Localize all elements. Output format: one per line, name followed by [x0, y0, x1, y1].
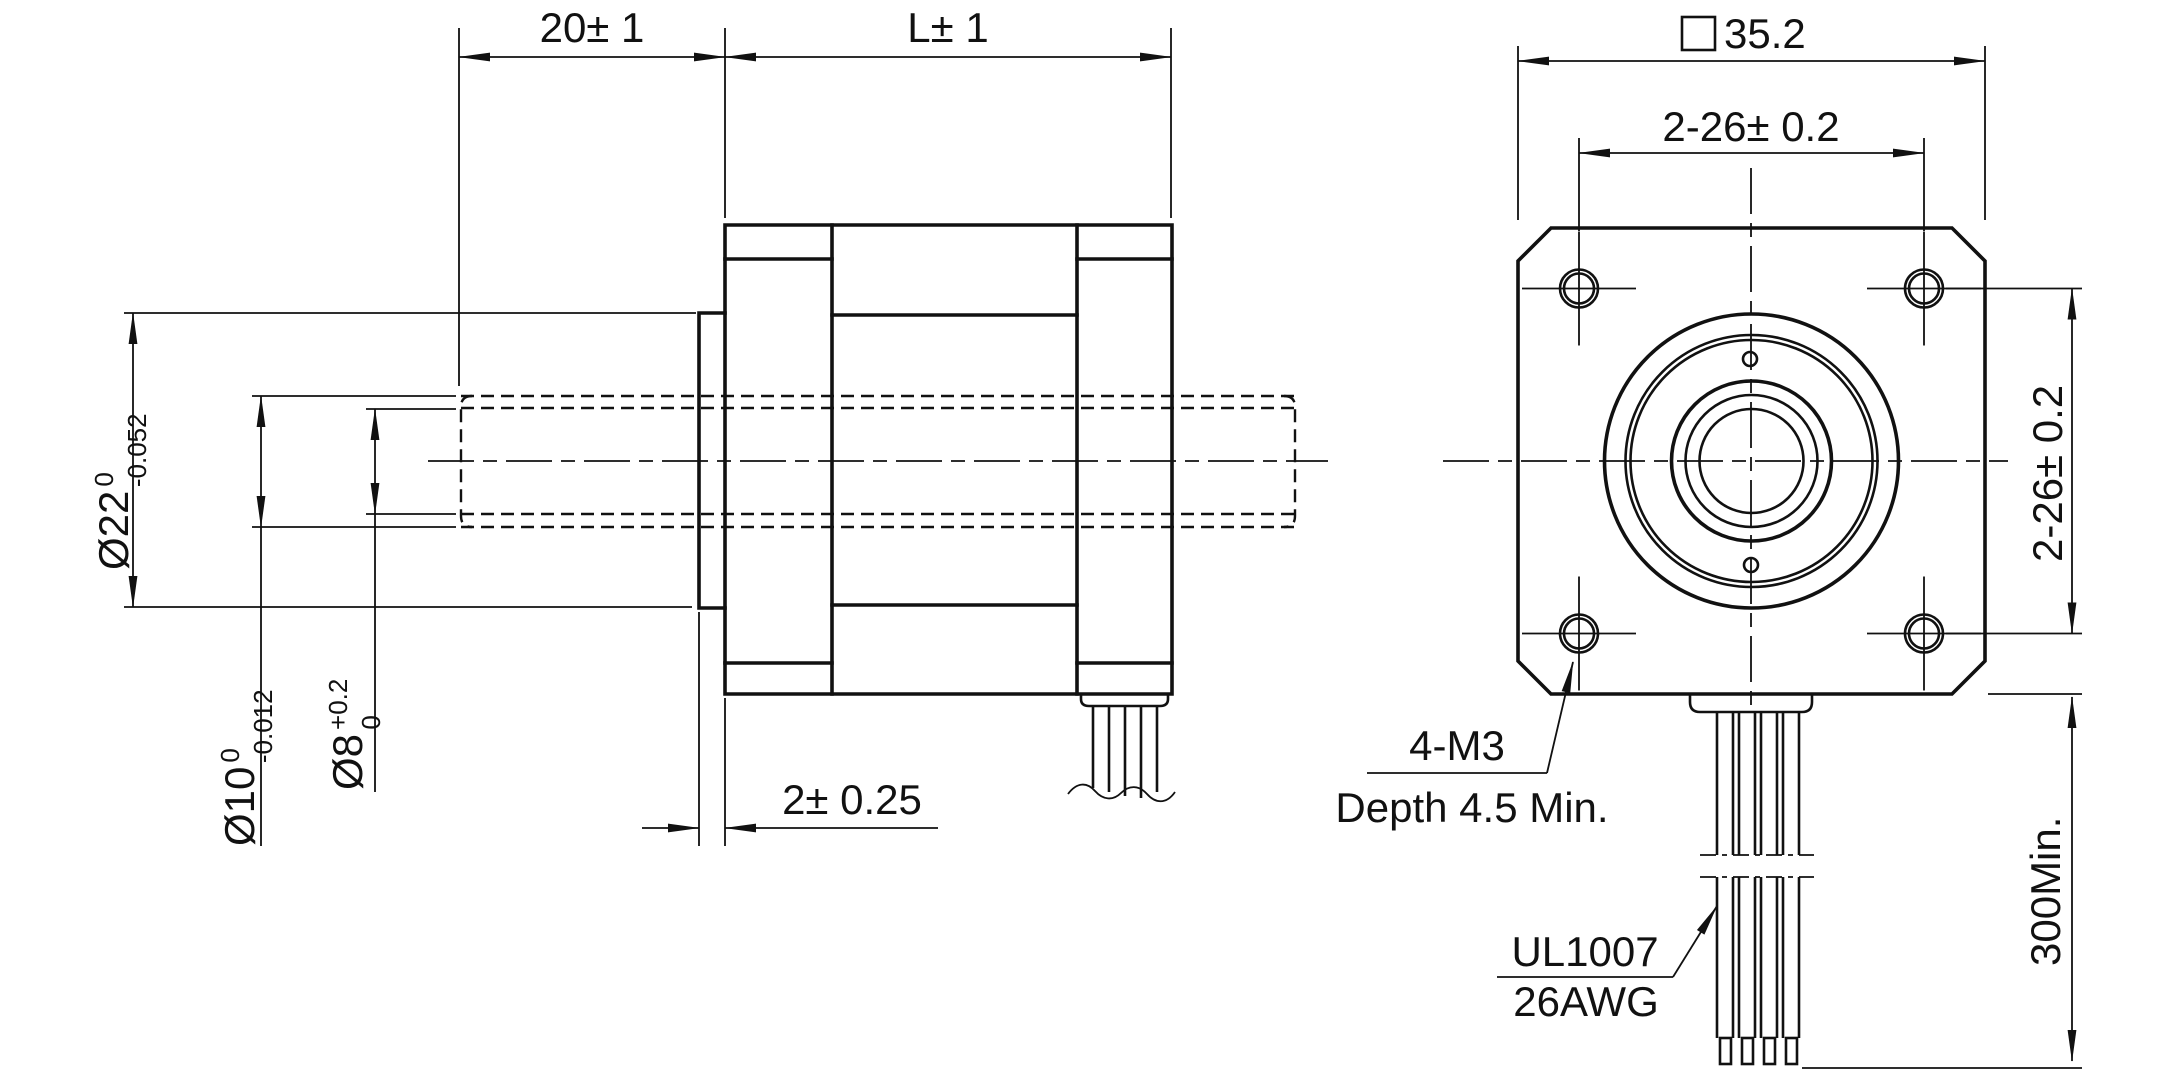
flange-outline	[1516, 226, 1987, 696]
dim-shaft-length: 20± 1	[458, 4, 726, 386]
leader-arrow	[1672, 905, 1718, 978]
motor-body-outline	[697, 223, 1174, 696]
dim-flange-size: 35.2	[1517, 10, 1986, 220]
note-line1: 4-M3	[1409, 722, 1505, 769]
dim-boss-diameter: Ø220-0.052	[89, 312, 696, 608]
front-view	[1443, 168, 2008, 1066]
dim-label: Ø100-0.012	[215, 689, 278, 846]
dim-label: 2± 0.25	[782, 776, 922, 823]
pilot-boss	[697, 311, 727, 610]
note-mounting-holes: 4-M3 Depth 4.5 Min.	[1335, 661, 1609, 831]
lead-wires-front	[1688, 694, 1814, 1066]
connector-pins	[1718, 1036, 1799, 1066]
dim-boss-protrusion: 2± 0.25	[642, 612, 938, 846]
note-line2: 26AWG	[1513, 978, 1658, 1025]
note-wire-spec: UL1007 26AWG	[1497, 905, 1718, 1025]
note-line1: UL1007	[1511, 928, 1658, 975]
leader-arrow	[1546, 661, 1574, 774]
endcap-hole-bottom	[1742, 556, 1760, 574]
mounting-hole	[1522, 576, 1636, 691]
dim-body-length: L± 1	[724, 4, 1172, 218]
dim-hole-spacing-horizontal: 2-26± 0.2	[1578, 103, 1925, 231]
lead-wires-side	[1067, 694, 1176, 803]
boss-circles	[1602, 312, 1901, 610]
dim-label: 300Min.	[2022, 817, 2069, 966]
dim-shaft-diameter: Ø100-0.012	[215, 395, 456, 846]
wire-break-squiggle	[1067, 783, 1176, 803]
dim-label: 2-26± 0.2	[1662, 103, 1839, 150]
mounting-hole	[1522, 231, 1636, 346]
dim-lead-length: 300Min.	[1802, 693, 2082, 1069]
endcap-hole-top	[1741, 350, 1759, 368]
dimensions: 20± 1 L± 1 Ø220-0.052 Ø100-0.012	[89, 4, 2082, 1069]
shaft-hidden-outline	[459, 394, 1297, 529]
dim-label: Ø220-0.052	[89, 413, 152, 570]
dim-label: L± 1	[907, 4, 988, 51]
dim-label: 20± 1	[540, 4, 645, 51]
wire-break-lines	[1700, 854, 1814, 878]
dim-label: 2-26± 0.2	[2024, 385, 2071, 562]
square-symbol	[1680, 15, 1717, 52]
dim-label: 35.2	[1724, 10, 1806, 57]
dim-hole-spacing-vertical: 2-26± 0.2	[1946, 287, 2082, 635]
note-line2: Depth 4.5 Min.	[1335, 784, 1608, 831]
side-view	[428, 223, 1328, 803]
